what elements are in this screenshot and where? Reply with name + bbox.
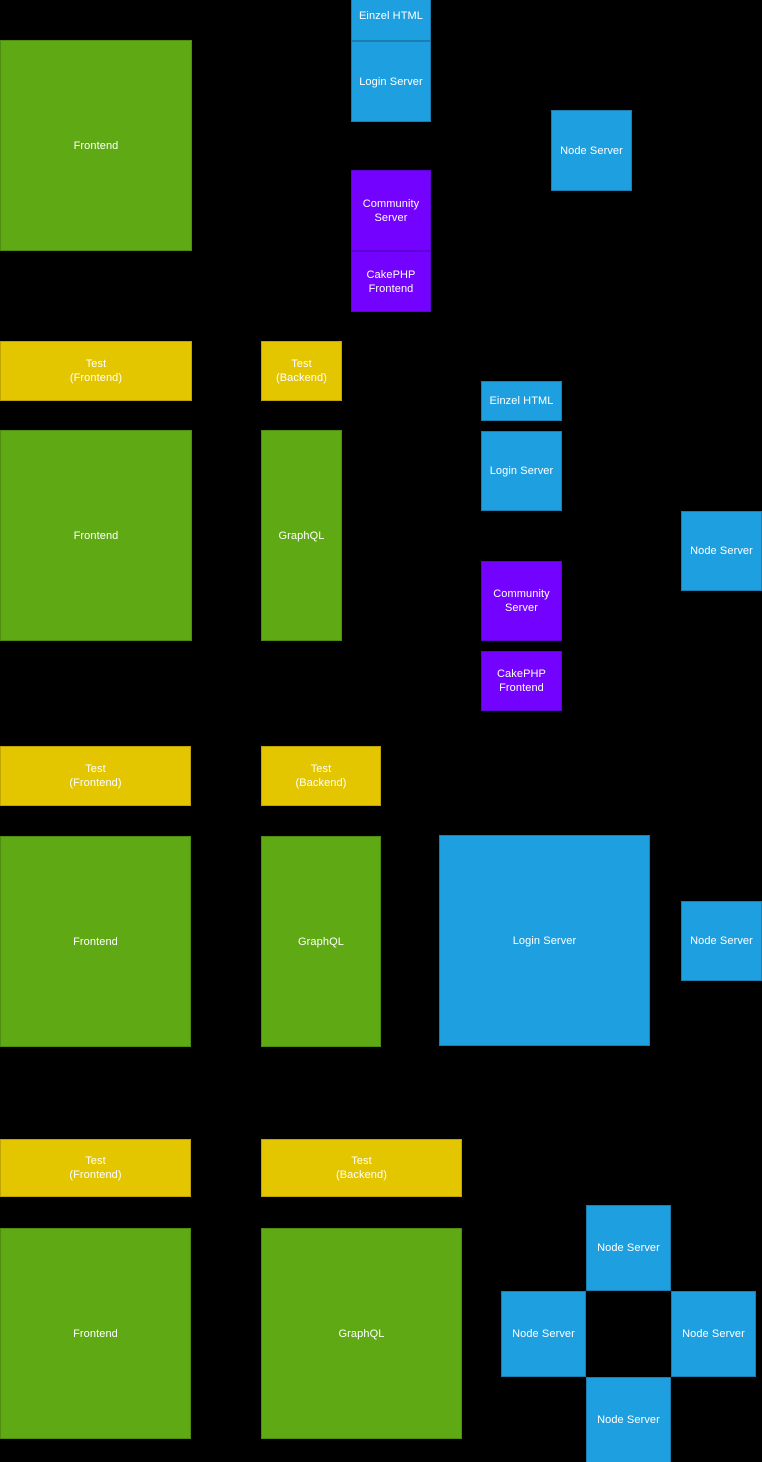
block-r2-community-server[interactable]: Community Server [481, 561, 562, 641]
block-r3-graphql[interactable]: GraphQL [261, 836, 381, 1047]
block-r2-test-backend[interactable]: Test (Backend) [261, 341, 342, 401]
block-r1-community-server[interactable]: Community Server [351, 170, 431, 251]
block-r2-frontend[interactable]: Frontend [0, 430, 192, 641]
block-label: GraphQL [278, 529, 325, 542]
block-label: Login Server [489, 465, 554, 477]
block-r2-test-frontend[interactable]: Test (Frontend) [0, 341, 192, 401]
block-label: CakePHP Frontend [366, 268, 416, 295]
block-label: Login Server [359, 75, 423, 88]
block-r4-node-server-left[interactable]: Node Server [501, 1291, 586, 1377]
block-label: Test (Backend) [275, 358, 328, 384]
block-r3-test-backend[interactable]: Test (Backend) [261, 746, 381, 806]
block-label: Login Server [512, 934, 577, 947]
block-r2-cakephp-frontend[interactable]: CakePHP Frontend [481, 651, 562, 711]
block-r3-frontend[interactable]: Frontend [0, 836, 191, 1047]
block-label: Node Server [690, 545, 753, 557]
block-r1-node-server[interactable]: Node Server [551, 110, 632, 191]
block-label: Test (Backend) [335, 1155, 388, 1181]
block-label: Einzel HTML [489, 395, 554, 407]
block-label: Frontend [73, 139, 119, 152]
block-label: Test (Frontend) [69, 1155, 122, 1181]
block-label: CakePHP Frontend [497, 668, 546, 694]
block-r4-node-server-right[interactable]: Node Server [671, 1291, 756, 1377]
block-label: Node Server [597, 1242, 660, 1254]
block-r1-cakephp-frontend[interactable]: CakePHP Frontend [351, 251, 431, 312]
block-r3-test-frontend[interactable]: Test (Frontend) [0, 746, 191, 806]
block-r2-graphql[interactable]: GraphQL [261, 430, 342, 641]
block-r3-login-server[interactable]: Login Server [439, 835, 650, 1046]
block-r4-test-backend[interactable]: Test (Backend) [261, 1139, 462, 1197]
block-label: Community Server [362, 197, 420, 224]
block-label: Frontend [73, 529, 119, 542]
block-label: GraphQL [298, 935, 344, 948]
block-label: GraphQL [338, 1327, 385, 1340]
block-label: Frontend [73, 935, 118, 948]
block-label: Node Server [597, 1414, 660, 1426]
block-label: Test (Backend) [295, 763, 347, 789]
block-label: Node Server [560, 144, 623, 157]
block-r2-node-server[interactable]: Node Server [681, 511, 762, 591]
block-label: Node Server [682, 1328, 745, 1340]
block-r4-node-server-bottom[interactable]: Node Server [586, 1377, 671, 1462]
block-r4-test-frontend[interactable]: Test (Frontend) [0, 1139, 191, 1197]
block-label: Node Server [512, 1328, 575, 1340]
block-r1-einzel-html[interactable]: Einzel HTML [351, 0, 431, 41]
block-r1-login-server[interactable]: Login Server [351, 41, 431, 122]
block-label: Einzel HTML [358, 9, 424, 22]
block-r2-einzel-html[interactable]: Einzel HTML [481, 381, 562, 421]
block-label: Node Server [690, 935, 753, 947]
block-r2-login-server[interactable]: Login Server [481, 431, 562, 511]
block-r4-graphql[interactable]: GraphQL [261, 1228, 462, 1439]
block-r1-frontend[interactable]: Frontend [0, 40, 192, 251]
block-label: Test (Frontend) [69, 763, 122, 789]
block-label: Community Server [493, 588, 550, 614]
block-label: Test (Frontend) [69, 358, 123, 384]
block-label: Frontend [73, 1327, 118, 1340]
block-r4-node-server-top[interactable]: Node Server [586, 1205, 671, 1291]
block-r4-frontend[interactable]: Frontend [0, 1228, 191, 1439]
block-r3-node-server[interactable]: Node Server [681, 901, 762, 981]
